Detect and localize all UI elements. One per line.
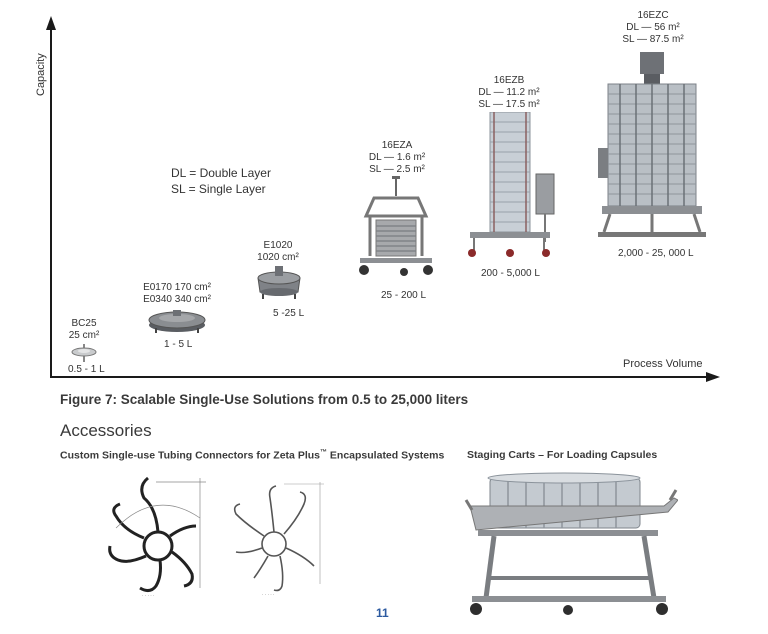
legend-single-layer: SL = Single Layer [171, 182, 266, 196]
product-16eza-image [359, 176, 433, 276]
product-e0170-label: E0170 170 cm² E0340 340 cm² [143, 282, 211, 305]
svg-text:· · · · ·: · · · · · [142, 593, 155, 598]
product-16eza-range: 25 - 200 L [381, 290, 427, 301]
product-16ezb-range: 200 - 5,000 L [481, 268, 540, 279]
tubing-connectors-heading: Custom Single-use Tubing Connectors for … [60, 449, 445, 462]
product-e1020-image [257, 266, 301, 299]
accessories-title: Accessories [60, 421, 152, 440]
tubing-connector-drawing-1: · · · · · [108, 476, 206, 598]
staging-carts-heading: Staging Carts – For Loading Capsules [467, 449, 658, 461]
x-axis-label: Process Volume [623, 358, 703, 370]
y-axis-label: Capacity [35, 53, 47, 96]
legend-double-layer: DL = Double Layer [171, 166, 271, 180]
y-axis-arrow [46, 16, 56, 30]
product-bc25-range: 0.5 - 1 L [68, 364, 105, 375]
product-16ezc-image [598, 52, 706, 237]
product-16ezb-label: 16EZB DL — 11.2 m² SL — 17.5 m² [478, 75, 540, 110]
legend: DL = Double Layer SL = Single Layer [171, 165, 271, 197]
tubing-connector-drawing-2: · · · · · [233, 482, 324, 597]
page-number: 11 [376, 606, 389, 620]
product-bc25-label: BC25 25 cm² [68, 318, 100, 341]
chart-axes [46, 16, 720, 382]
product-e1020-range: 5 -25 L [273, 308, 305, 319]
product-e1020-label: E1020 1020 cm² [257, 240, 299, 263]
product-16ezc-label: 16EZC DL — 56 m² SL — 87.5 m² [622, 10, 684, 45]
svg-text:· · · · ·: · · · · · [262, 592, 275, 597]
product-16ezb-image [468, 112, 555, 257]
product-e0170-range: 1 - 5 L [164, 339, 193, 350]
product-16ezc-range: 2,000 - 25, 000 L [618, 248, 694, 259]
staging-cart-image [464, 472, 678, 615]
product-e0170-image [148, 310, 206, 333]
product-bc25-image [71, 344, 97, 362]
x-axis-arrow [706, 372, 720, 382]
figure-caption: Figure 7: Scalable Single-Use Solutions … [60, 392, 469, 407]
product-16eza-label: 16EZA DL — 1.6 m² SL — 2.5 m² [368, 140, 426, 175]
